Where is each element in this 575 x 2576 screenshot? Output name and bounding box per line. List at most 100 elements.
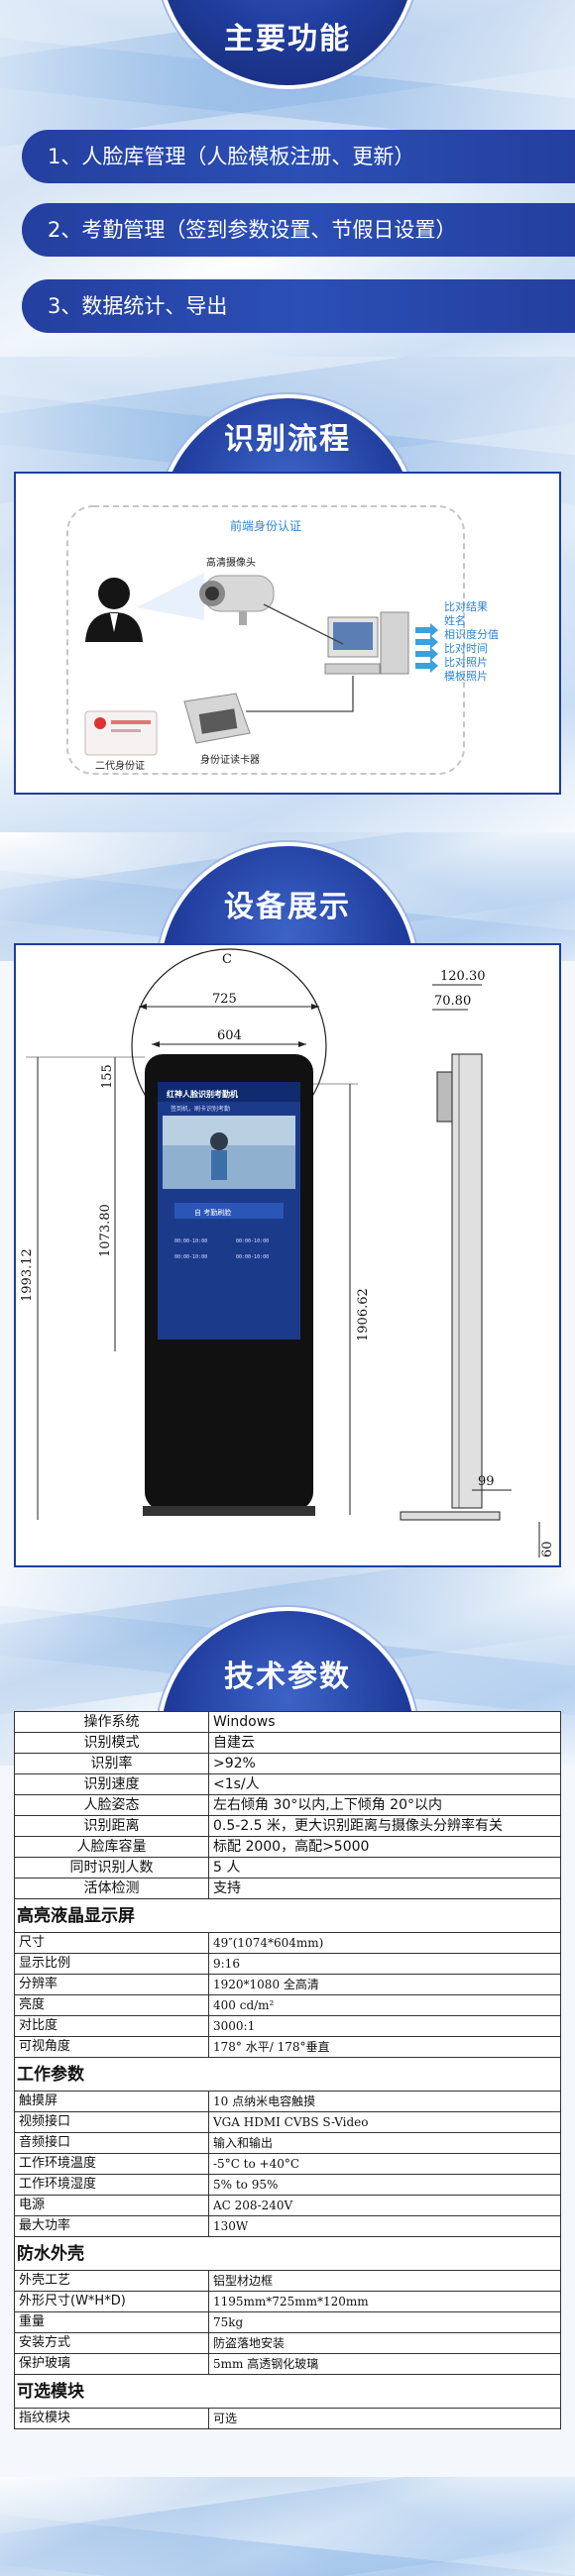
spec-value: 9:16 [208,1953,561,1975]
spec-value: 1195mm*725mm*120mm [208,2291,561,2312]
spec-value: 防盗落地安装 [208,2332,561,2354]
spec-key: 同时识别人数 [14,1857,209,1878]
result-item: 比对结果 [444,599,488,613]
spec-value: 输入和输出 [208,2132,561,2154]
result-item: 相识度分值 [444,627,499,641]
spec-value: 标配 2000，高配>5000 [208,1836,561,1858]
result-list: 比对结果 姓名 相识度分值 比对时间 比对照片 模板照片 [444,599,499,683]
spec-row: 识别率>92% [14,1753,561,1774]
spec-value: 130W [208,2215,561,2237]
spec-value: 3000:1 [208,2015,561,2037]
spec-value: VGA HDMI CVBS S-Video [208,2111,561,2133]
spec-row: 识别模式自建云 [14,1732,561,1754]
spec-row: 人脸姿态左右倾角 30°以内,上下倾角 20°以内 [14,1794,561,1816]
spec-row: 识别速度<1s/人 [14,1773,561,1795]
spec-key: 外壳工艺 [14,2270,209,2292]
function-item-1: 1、人脸库管理（人脸模板注册、更新） [22,130,575,183]
spec-row: 指纹模块可选 [14,2408,561,2429]
spec-section-title: 防水外壳 [14,2236,561,2271]
screen-record: 00:00-10:00 [174,1238,207,1244]
dim-side-depth-inner: 70.80 [434,994,471,1009]
spec-key: 工作环境温度 [14,2153,209,2175]
spec-value: 1920*1080 全高清 [208,1974,561,1995]
kiosk-base [143,1506,315,1516]
spec-key: 人脸库容量 [14,1836,209,1858]
screen-person-icon [210,1132,228,1150]
result-item: 比对照片 [444,655,488,669]
spec-row: 活体检测支持 [14,1878,561,1899]
spec-key: 识别模式 [14,1732,209,1754]
spec-value: 0.5-2.5 米，更大识别距离与摄像头分辨率有关 [208,1815,561,1837]
dim-total-height: 1993.12 [20,1248,35,1302]
spec-key: 安装方式 [14,2332,209,2354]
spec-key: 识别距离 [14,1815,209,1837]
result-item: 姓名 [444,613,466,627]
screen-record: 00:00-10:00 [174,1254,207,1260]
spec-value: <1s/人 [208,1773,561,1795]
spec-key: 尺寸 [14,1932,209,1954]
functions-title: 主要功能 [224,22,351,56]
function-item-3: 3、数据统计、导出 [22,279,575,333]
spec-value: 可选 [208,2408,561,2429]
person-icon [85,578,143,642]
flow-title: 识别流程 [224,422,351,457]
dim-outer-width: 725 [212,992,237,1007]
id-card-label: 二代身份证 [95,759,145,772]
device-drawing-frame: C 725 604 1993.12 155 1073.80 红神人脸识别考勤机 … [14,943,561,1567]
spec-value: 10 点纳米电容触摸 [208,2091,561,2112]
spec-value: 178° 水平/ 178°垂直 [208,2036,561,2058]
camera-beam [137,573,204,620]
auth-region-title: 前端身份认证 [230,518,301,533]
screen-checkin-button [174,1203,284,1219]
spec-row: 工作环境温度-5°C to +40°C [14,2153,561,2175]
spec-key: 对比度 [14,2015,209,2037]
result-item: 模板照片 [444,669,488,683]
card-reader-label: 身份证读卡器 [200,753,260,766]
dim-base-depth: 99 [478,1474,495,1489]
dim-head-height: 155 [100,1064,115,1089]
spec-key: 识别速度 [14,1773,209,1795]
computer-icon [324,611,409,675]
devices-title: 设备展示 [224,890,351,924]
spec-row: 外形尺寸(W*H*D)1195mm*725mm*120mm [14,2291,561,2312]
side-view-base [400,1511,501,1521]
spec-row: 安装方式防盗落地安装 [14,2332,561,2354]
footer-background [0,2477,575,2576]
spec-value: 5% to 95% [208,2174,561,2196]
screen-subtitle: 签到机，刷卡识别考勤 [171,1105,230,1113]
spec-row: 人脸库容量标配 2000，高配>5000 [14,1836,561,1858]
spec-row: 外壳工艺铝型材边框 [14,2270,561,2292]
screen-record: 00:00-10:00 [236,1254,269,1260]
result-arrows-icon [415,623,438,673]
spec-value: 铝型材边框 [208,2270,561,2292]
spec-value: Windows [208,1711,561,1733]
id-card-icon [84,710,158,756]
spec-section-row: 工作参数 [14,2057,561,2092]
auth-region-outline [66,505,465,775]
spec-value: >92% [208,1753,561,1774]
spec-value: 5 人 [208,1857,561,1878]
spec-value: 5mm 高透钢化玻璃 [208,2353,561,2375]
device-drawing: C 725 604 1993.12 155 1073.80 红神人脸识别考勤机 … [20,948,555,1557]
spec-value: AC 208-240V [208,2195,561,2216]
spec-section-title: 高亮液晶显示屏 [14,1898,561,1933]
dim-base-height: 60 [540,1541,555,1557]
dim-side-depth-outer: 120.30 [440,969,486,984]
spec-key: 电源 [14,2195,209,2216]
camera-connector [263,603,344,645]
spec-key: 分辨率 [14,1974,209,1995]
